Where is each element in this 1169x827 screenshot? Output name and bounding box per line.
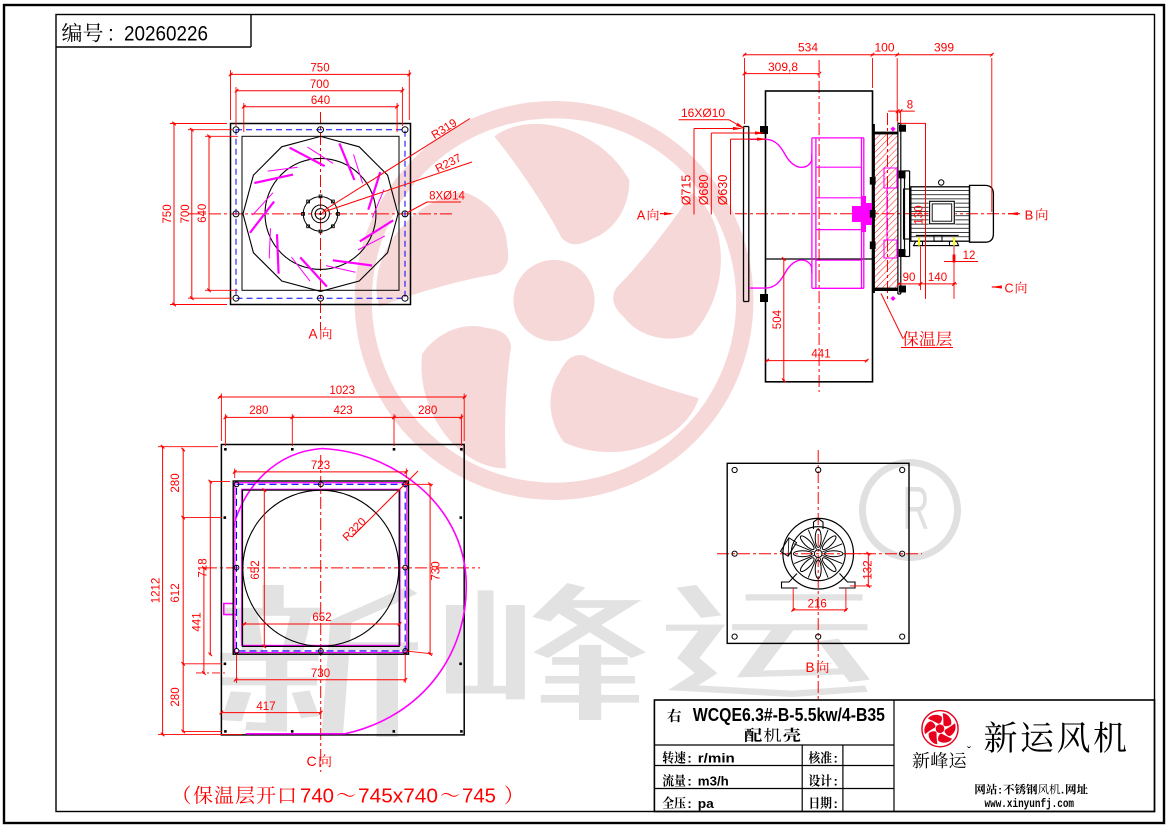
svg-text:652: 652 (312, 612, 331, 624)
svg-text:Ø680: Ø680 (697, 175, 711, 206)
svg-text:700: 700 (310, 79, 329, 91)
svg-text:.: . (1061, 785, 1064, 797)
svg-text:309,8: 309,8 (768, 60, 798, 74)
svg-text:132: 132 (863, 560, 875, 579)
svg-text:441: 441 (811, 349, 830, 361)
svg-text:WCQE6.3#-B-5.5kw/4-B35: WCQE6.3#-B-5.5kw/4-B35 (693, 704, 885, 725)
svg-text:8: 8 (907, 100, 913, 112)
svg-text:www.xinyunfj.com: www.xinyunfj.com (985, 797, 1075, 811)
svg-text:640: 640 (197, 204, 209, 223)
svg-text:20260226: 20260226 (124, 22, 208, 46)
svg-text:1212: 1212 (151, 578, 163, 604)
svg-text:B: B (1025, 208, 1034, 223)
svg-text:441: 441 (192, 612, 204, 631)
svg-text:399: 399 (934, 41, 954, 55)
svg-text:216: 216 (808, 599, 827, 611)
svg-text:100: 100 (874, 41, 894, 55)
svg-text:r/min: r/min (698, 752, 735, 766)
svg-text:417: 417 (256, 701, 275, 713)
svg-text:90: 90 (903, 272, 916, 284)
svg-text:R: R (903, 475, 930, 542)
svg-text:740: 740 (300, 786, 334, 808)
svg-text:Ø630: Ø630 (716, 175, 730, 206)
svg-text::: : (687, 774, 691, 789)
svg-text:A: A (308, 327, 317, 342)
svg-text::: : (834, 796, 838, 811)
svg-text:700: 700 (180, 204, 192, 223)
svg-text:652: 652 (250, 560, 262, 579)
svg-text:423: 423 (334, 405, 353, 417)
svg-text:504: 504 (772, 309, 784, 329)
svg-text:730: 730 (431, 561, 443, 580)
svg-text:Ø715: Ø715 (680, 175, 694, 206)
svg-text:140: 140 (928, 272, 947, 284)
svg-text:1023: 1023 (329, 385, 355, 397)
svg-text::: : (687, 751, 691, 766)
svg-text:640: 640 (311, 95, 330, 107)
svg-text:m3/h: m3/h (698, 775, 729, 789)
svg-text:8XØ14: 8XØ14 (429, 191, 465, 203)
svg-text:745: 745 (462, 786, 496, 808)
svg-text:745x740: 745x740 (358, 786, 438, 808)
svg-text:A: A (637, 209, 646, 223)
svg-text:B: B (805, 660, 814, 675)
svg-text:280: 280 (249, 405, 268, 417)
svg-text::: : (687, 796, 691, 811)
svg-text:130: 130 (914, 205, 926, 224)
svg-text:280: 280 (418, 405, 437, 417)
svg-text:750: 750 (162, 204, 174, 223)
svg-text:730: 730 (311, 668, 330, 680)
svg-text:750: 750 (310, 63, 329, 75)
svg-text:723: 723 (311, 460, 330, 472)
svg-text:612: 612 (170, 583, 182, 602)
svg-text::: : (998, 785, 1002, 797)
svg-text:534: 534 (798, 41, 818, 55)
svg-text:280: 280 (170, 687, 182, 706)
svg-text::: : (834, 774, 838, 789)
svg-text:C: C (306, 753, 316, 769)
svg-text:pa: pa (698, 797, 715, 811)
svg-text:280: 280 (170, 473, 182, 492)
svg-text:C: C (1004, 282, 1013, 296)
svg-text::: : (834, 751, 838, 766)
svg-text::: : (108, 23, 114, 46)
svg-text:12: 12 (963, 250, 976, 262)
svg-text:ˇ: ˇ (967, 744, 971, 758)
svg-text:16XØ10: 16XØ10 (681, 106, 725, 120)
